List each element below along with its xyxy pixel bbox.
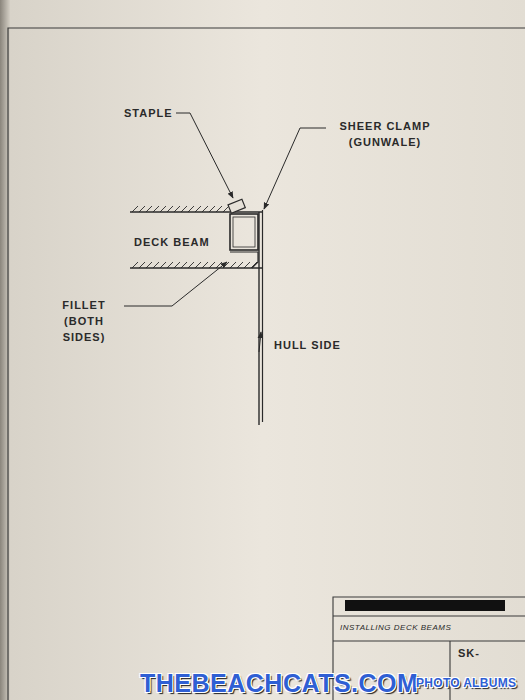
hatch-tick [160,262,166,268]
hatch-tick [188,206,194,212]
sheer-clamp-leader [264,128,326,209]
hatch-tick [132,262,138,268]
hatch-tick [251,262,257,268]
hatch-tick [223,206,229,212]
hatch-tick [195,262,201,268]
hatch-tick [195,206,201,212]
part-label: FILLET (BOTH SIDES) [44,298,124,346]
staple-leader [176,113,233,198]
hatch-tick [202,206,208,212]
hull-side-outer [262,210,263,422]
sheer-clamp [230,214,258,250]
hatch-tick [174,206,180,212]
part-label: SHEER CLAMP (GUNWALE) [326,119,444,151]
hatch-tick [146,262,152,268]
part-label: HULL SIDE [274,338,341,354]
redaction-bar [345,600,505,611]
hull-side [258,212,259,425]
hatch-tick [230,262,236,268]
sheet-number: SK- [458,646,480,662]
hatch-tick [153,262,159,268]
fillet [230,252,258,268]
hatch-tick [209,206,215,212]
hatch-tick [132,206,138,212]
watermark: PHOTO ALBUMS [416,675,516,692]
staple [228,199,245,213]
hatch-tick [188,262,194,268]
part-label: STAPLE [124,106,173,122]
hatch-tick [202,262,208,268]
sheet-border [8,28,525,700]
hatch-tick [153,206,159,212]
watermark: THEBEACHCATS.COM [140,665,418,700]
hatching [132,206,257,268]
part-label: DECK BEAM [134,235,210,251]
hatch-tick [237,262,243,268]
hatch-tick [167,262,173,268]
hatch-tick [139,262,145,268]
hatch-tick [216,206,222,212]
sheer-clamp-inner [233,217,255,247]
hatch-tick [160,206,166,212]
hatch-tick [146,206,152,212]
hatch-tick [174,262,180,268]
drawing-title: INSTALLING DECK BEAMS [340,622,451,634]
hatch-tick [139,206,145,212]
hatch-tick [167,206,173,212]
hatch-tick [244,262,250,268]
fillet-leader [124,262,227,306]
hatch-tick [209,262,215,268]
hatch-tick [181,262,187,268]
hatch-tick [181,206,187,212]
hull-side-arrow [259,332,261,352]
